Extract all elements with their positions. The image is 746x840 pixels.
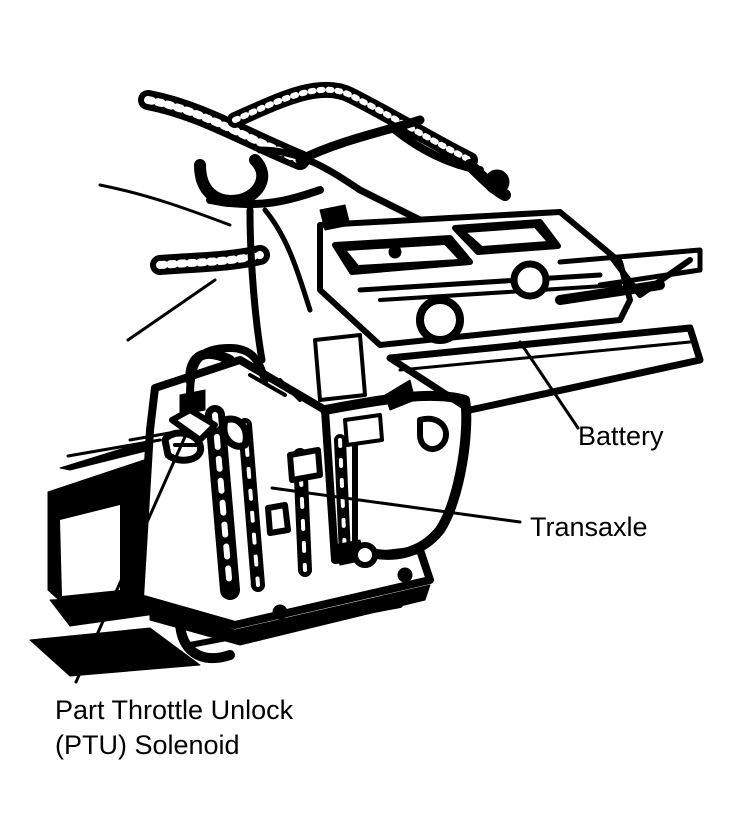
ptu-leader-line [74, 428, 190, 684]
battery [317, 204, 703, 348]
transaxle-leader-line [270, 486, 522, 524]
ptu-solenoid-label-line2: (PTU) Solenoid [55, 730, 240, 760]
upper-left-leader-line [126, 278, 217, 342]
ptu-solenoid-label-line1: Part Throttle Unlock [55, 695, 294, 725]
chassis-frame [29, 439, 201, 677]
wiring-harness [98, 81, 511, 364]
battery-leader-line [518, 340, 580, 430]
battery-label: Battery [578, 421, 664, 451]
leader-lines [66, 278, 580, 684]
ptu-solenoid [128, 344, 269, 464]
left-leader-line [66, 438, 162, 458]
transaxle-label: Transaxle [530, 512, 648, 542]
flange-bolts [122, 567, 413, 633]
bolt-columns [205, 405, 378, 600]
